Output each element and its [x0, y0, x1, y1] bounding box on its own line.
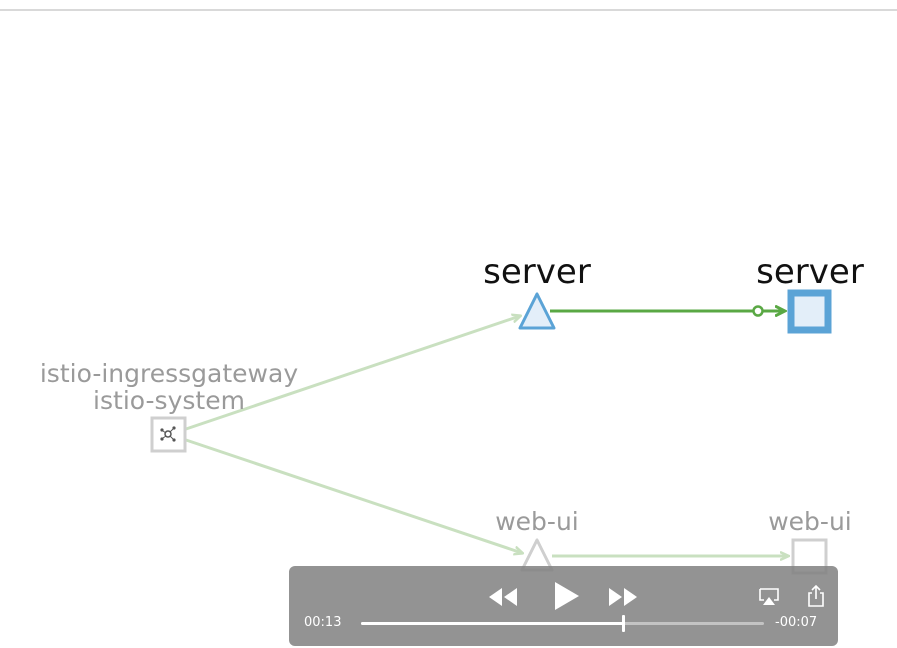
elapsed-time: 00:13	[304, 615, 342, 630]
play-button[interactable]	[547, 578, 585, 614]
video-player-controls: 00:13 -00:07	[289, 566, 838, 646]
seek-bar-progress	[361, 622, 623, 625]
server-service-node[interactable]	[518, 292, 556, 330]
airplay-icon	[759, 588, 779, 605]
remaining-time: -00:07	[775, 615, 818, 630]
ingress-gateway-namespace: istio-system	[93, 386, 245, 415]
edge-ingress-to-webui[interactable]	[185, 438, 522, 553]
server-workload-node[interactable]	[787, 289, 832, 334]
fast-forward-icon	[609, 588, 637, 606]
seek-bar-thumb[interactable]	[621, 615, 625, 632]
rewind-button[interactable]	[485, 582, 521, 612]
server-workload-label: server	[756, 252, 864, 292]
edge-origin-circle	[752, 305, 764, 317]
fast-forward-button[interactable]	[605, 582, 641, 612]
share-icon	[808, 585, 824, 607]
server-service-label: server	[483, 252, 591, 292]
ingress-gateway-icon	[160, 426, 176, 442]
top-divider	[0, 9, 897, 11]
rewind-icon	[489, 588, 517, 606]
seek-bar[interactable]	[361, 615, 764, 632]
webui-service-label: web-ui	[495, 507, 579, 536]
ingress-gateway-label: istio-ingressgateway	[40, 359, 298, 388]
airplay-button[interactable]	[757, 586, 781, 608]
play-icon	[555, 582, 579, 610]
share-button[interactable]	[805, 583, 827, 609]
webui-workload-label: web-ui	[768, 507, 852, 536]
edge-ingress-to-server[interactable]	[185, 316, 520, 431]
ingress-gateway-node[interactable]	[150, 416, 187, 453]
